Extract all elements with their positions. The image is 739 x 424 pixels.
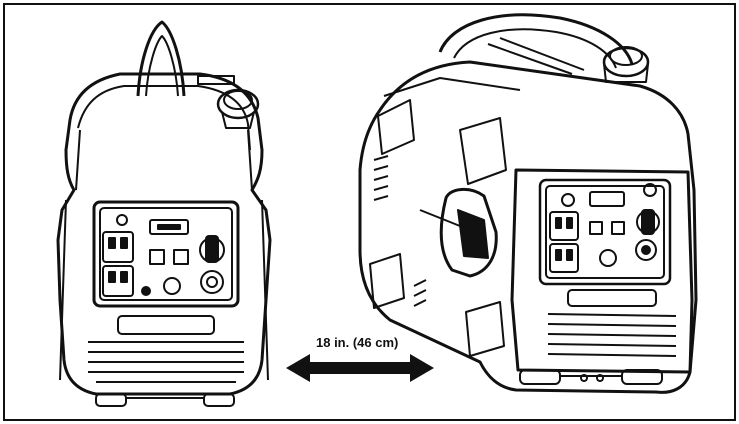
double-headed-arrow-icon: [286, 354, 434, 382]
diagram-border: [3, 3, 736, 421]
clearance-label: 18 in. (46 cm): [316, 335, 399, 350]
generator-three-quarter-view-icon: [358, 13, 698, 394]
generator-front-view-icon: [56, 20, 272, 407]
